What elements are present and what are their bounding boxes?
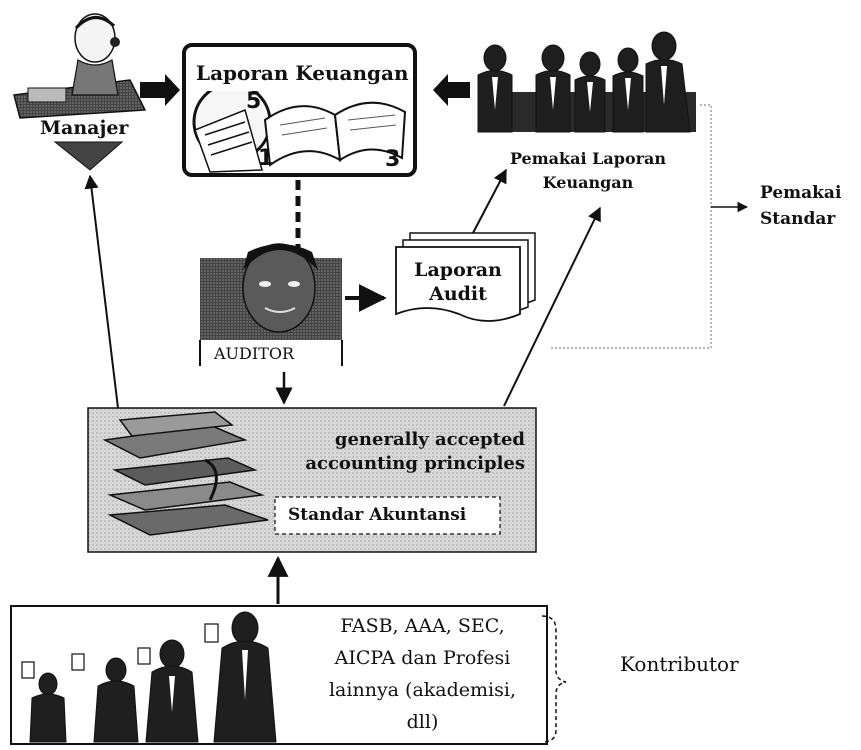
contributor-body-line2: AICPA dan Profesi — [334, 647, 511, 669]
arrow-manager-to-report — [140, 74, 180, 106]
report-users-label-line1: Pemakai Laporan — [509, 149, 667, 168]
financial-report-label: Laporan Keuangan — [196, 61, 409, 85]
contributor-label: Kontributor — [620, 652, 739, 676]
audit-report-label-line1: Laporan — [414, 259, 502, 281]
contributor-body-line3: lainnya (akademisi, — [328, 679, 516, 701]
gaap-label-line2: accounting principles — [305, 453, 525, 474]
auditor-illustration — [199, 243, 343, 368]
contributor-brace — [541, 615, 567, 743]
auditor-label: AUDITOR — [214, 344, 295, 363]
arrow-users-to-report — [433, 74, 470, 106]
report-users-illustration — [477, 31, 696, 133]
standard-users-label: Pemakai Standar — [760, 180, 841, 232]
contributor-body: FASB, AAA, SEC, AICPA dan Profesi lainny… — [300, 610, 545, 738]
page-number-3: 3 — [385, 147, 400, 172]
gaap-box — [87, 407, 537, 553]
financial-report-box: 5 1 3 — [182, 43, 417, 177]
gaap-label: generally accepted accounting principles — [280, 428, 525, 476]
audit-report-label: Laporan Audit — [398, 258, 518, 306]
arrow-gaap-to-users — [503, 206, 601, 407]
arrows — [84, 74, 749, 604]
manager-triangle — [53, 141, 124, 171]
report-users-label: Pemakai Laporan Keuangan — [488, 147, 688, 195]
standard-users-bracket — [550, 104, 712, 349]
contributor-body-line1: FASB, AAA, SEC, — [340, 615, 505, 637]
arrow-gaap-to-manager — [84, 174, 119, 409]
standard-users-label-line1: Pemakai — [760, 183, 842, 203]
accounting-standards-label: Standar Akuntansi — [288, 505, 467, 525]
audit-report-stack — [395, 232, 536, 322]
page-number-1: 1 — [258, 146, 273, 171]
report-users-label-line2: Keuangan — [542, 173, 634, 192]
standard-users-label-line2: Standar — [760, 209, 836, 229]
gaap-label-line1: generally accepted — [334, 429, 525, 450]
manager-label: Manajer — [40, 117, 129, 139]
page-number-5: 5 — [246, 89, 261, 114]
contributor-box — [10, 605, 548, 745]
contributor-body-line4: dll) — [406, 711, 439, 733]
audit-report-label-line2: Audit — [429, 283, 487, 305]
arrow-audit-report-to-users — [472, 168, 507, 234]
manager-illustration — [13, 13, 147, 119]
